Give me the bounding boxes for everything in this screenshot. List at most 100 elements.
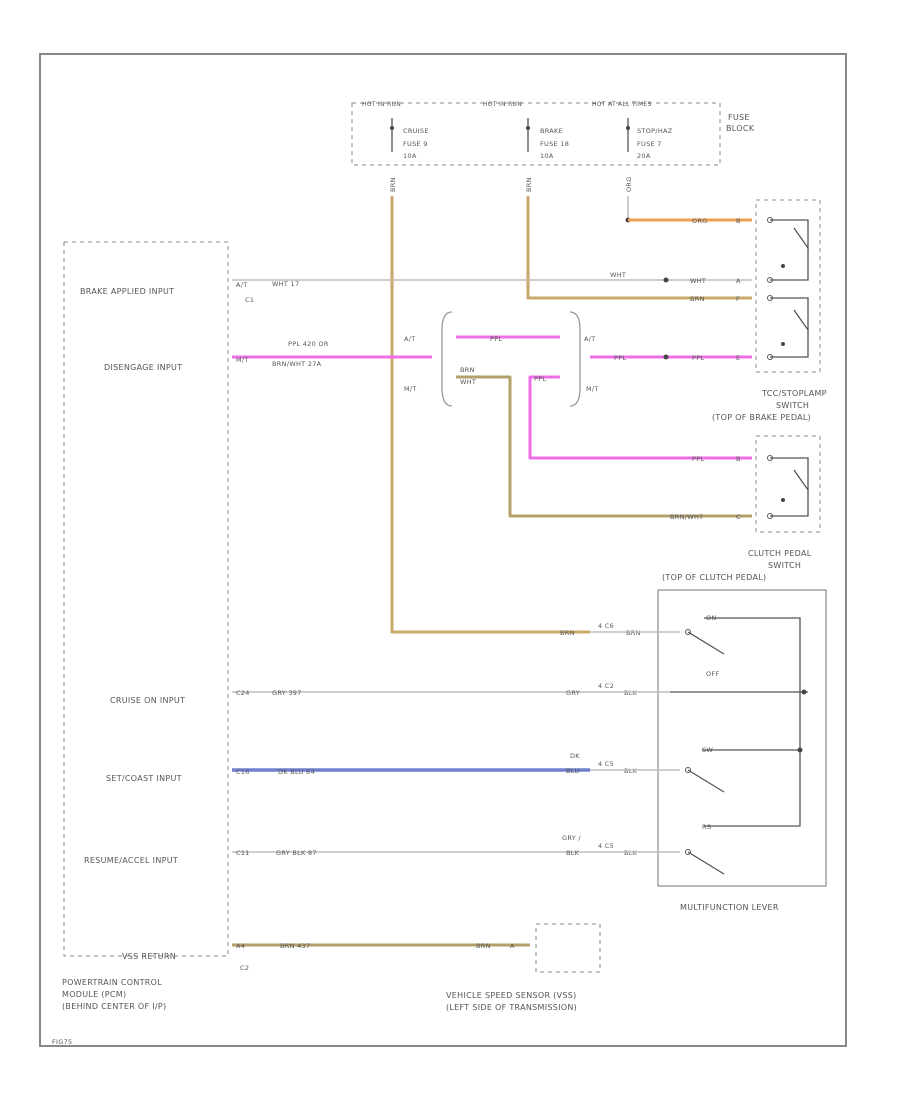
clutch-switch-box <box>755 435 821 533</box>
fuse-cruise-dot <box>390 126 394 130</box>
pcm-input-vss-return: VSS RETURN <box>122 952 176 961</box>
wire-mt-ppl <box>528 375 752 460</box>
bracket-left <box>441 311 453 407</box>
fuse-brake-line1: BRAKE <box>540 127 563 135</box>
mfl-splice-sw <box>797 747 803 753</box>
stoplamp-wire-f: BRN <box>690 295 705 303</box>
clutch-pin-b: B <box>736 455 741 463</box>
stoplamp-wire-a: WHT <box>610 271 626 279</box>
clutch-pin-c: C <box>736 513 741 521</box>
splice-mt-label: M/T <box>404 385 417 393</box>
clutch-wire-b: PPL <box>692 455 704 463</box>
pcm-input-disengage: DISENGAGE INPUT <box>104 363 182 372</box>
splice-pink-label-2: PPL <box>534 375 546 383</box>
mfl-wire-2-right: BLK <box>624 689 638 697</box>
pin-resume-accel: C11 <box>236 849 250 857</box>
fuse-wire-label-2: BRN <box>525 177 533 192</box>
stoplamp-wire-b: ORG <box>692 217 708 225</box>
stoplamp-pin-a: A <box>736 277 741 285</box>
pcm-module: BRAKE APPLIED INPUT DISENGAGE INPUT CRUI… <box>62 241 229 1011</box>
fuse-stop-haz-line2: FUSE 7 <box>637 140 662 148</box>
pcm-input-brake-applied: BRAKE APPLIED INPUT <box>80 287 174 296</box>
fuse-brake-line2: FUSE 18 <box>540 140 569 148</box>
mfl-wire-1-pin: 4 C6 <box>598 622 614 630</box>
diagram-frame <box>39 53 847 1047</box>
mfl-bus <box>704 617 801 827</box>
fuse-brake-dot <box>526 126 530 130</box>
wire-mt-brnwht <box>456 375 752 518</box>
mfl-label: MULTIFUNCTION LEVER <box>680 903 779 912</box>
hot-label-1: HOT IN RUN <box>362 101 401 108</box>
fuse-cruise-line2: FUSE 9 <box>403 140 428 148</box>
hot-label-3: HOT AT ALL TIMES <box>592 101 652 108</box>
pcm-label-3: (BEHIND CENTER OF I/P) <box>62 1002 166 1011</box>
hot-label-2: HOT IN RUN <box>483 101 522 108</box>
stoplamp-switch: TCC/STOPLAMP SWITCH (TOP OF BRAKE PEDAL) <box>712 199 827 422</box>
pin-set-coast: C16 <box>236 768 250 776</box>
wire-brake-brn <box>526 196 752 300</box>
clutch-dot <box>781 498 785 502</box>
stoplamp-wire-e: PPL <box>614 354 626 362</box>
pin-disengage: M/T <box>236 356 249 364</box>
pcm-input-cruise-on: CRUISE ON INPUT <box>110 696 185 705</box>
splice-brn-label-1: BRN <box>460 366 475 374</box>
pcm-label-1: POWERTRAIN CONTROL <box>62 978 162 987</box>
pin-cruise-on: C24 <box>236 689 250 697</box>
mfl-wire-4-left-2: BLK <box>566 849 580 857</box>
stoplamp-label-2: SWITCH <box>776 401 809 410</box>
mfl-wire-3-left-2: BLU <box>566 767 579 775</box>
stoplamp-switch-box <box>755 199 821 373</box>
stoplamp-switch-2 <box>770 297 809 333</box>
mfl-wire-1-left: BRN <box>560 629 575 637</box>
wire-label-disengage-2: BRN/WHT 27A <box>272 360 322 368</box>
pin-vss-return: A4 <box>236 942 245 950</box>
splice-mt-label-right: M/T <box>586 385 599 393</box>
fuse-cruise-line1: CRUISE <box>403 127 429 135</box>
wire-cruise-brn <box>390 196 590 634</box>
splice-brn-label-2: WHT <box>460 378 476 386</box>
clutch-label-2: SWITCH <box>768 561 801 570</box>
connector-c2: C2 <box>240 964 249 972</box>
wire-label-cruise-on: GRY 397 <box>272 689 302 697</box>
mfl-switch-resume <box>687 851 725 875</box>
fuse-block-label-1: FUSE <box>728 113 750 122</box>
stoplamp-dot-2 <box>781 342 785 346</box>
stoplamp-switch-2b <box>770 330 809 358</box>
fuse-block-label-2: BLOCK <box>726 124 755 133</box>
fuse-wire-label-1: BRN <box>389 177 397 192</box>
clutch-switch-arm <box>770 457 809 493</box>
mfl-pos-rs: RS <box>702 823 711 831</box>
stoplamp-pin-b: B <box>736 217 741 225</box>
pin-brake-applied: A/T <box>236 281 248 289</box>
fuse-stop-haz-line1: STOP/HAZ <box>637 127 673 135</box>
clutch-switch-arm-b <box>770 490 809 517</box>
wire-label-vss-return: BRN 437 <box>280 942 310 950</box>
stoplamp-label-1: TCC/STOPLAMP <box>761 389 827 398</box>
mfl-wire-4-right: BLK <box>624 849 638 857</box>
mfl-wire-2-left: GRY <box>566 689 580 697</box>
clutch-switch: CLUTCH PEDAL SWITCH (TOP OF CLUTCH PEDAL… <box>662 435 821 582</box>
stoplamp-dot-1 <box>781 264 785 268</box>
pcm-input-set-coast: SET/COAST INPUT <box>106 774 182 783</box>
pcm-box <box>63 241 229 957</box>
fuse-wire-label-3: ORG <box>625 176 633 192</box>
fuse-cruise: CRUISE FUSE 9 10A <box>390 118 429 160</box>
mfl-wire-4-left-1: GRY / <box>562 834 581 842</box>
multifunction-lever: ON OFF SW RS MULTIFUNCTION LEVER <box>657 589 827 912</box>
splice-wht <box>663 277 669 283</box>
splice-pink-label: PPL <box>490 335 502 343</box>
wire-label-disengage-1: PPL 420 OR <box>288 340 329 348</box>
mfl-wire-3-pin: 4 C5 <box>598 760 614 768</box>
fuse-block-box <box>351 102 721 166</box>
fuse-cruise-line3: 10A <box>403 152 417 160</box>
connector-c1: C1 <box>245 296 254 304</box>
splice-at-label: A/T <box>404 335 416 343</box>
stoplamp-pin-e: E <box>736 354 740 362</box>
mfl-splice <box>801 689 807 695</box>
splice-ppl <box>663 354 669 360</box>
vehicle-speed-sensor: BRN A VEHICLE SPEED SENSOR (VSS) (LEFT S… <box>446 923 601 1012</box>
vss-wire: BRN <box>476 942 491 950</box>
wire-label-brake-applied: WHT 17 <box>272 280 299 288</box>
wire-label-resume-accel: GRY BLK 87 <box>276 849 317 857</box>
